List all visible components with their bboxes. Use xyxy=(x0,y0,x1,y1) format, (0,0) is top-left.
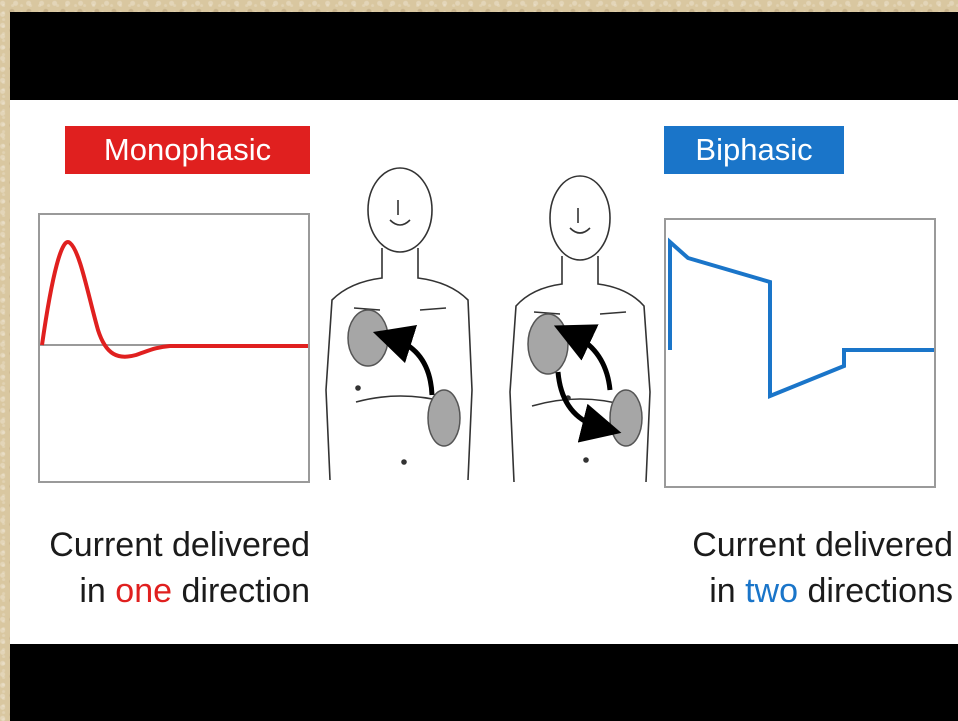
monophasic-label: Monophasic xyxy=(65,126,310,174)
video-frame: Monophasic Current delivered in one dire… xyxy=(10,12,958,721)
biphasic-caption-accent: two xyxy=(745,572,798,610)
monophasic-waveform-icon xyxy=(40,215,308,481)
monophasic-caption-line2: in one direction xyxy=(20,568,310,614)
electrode-pad-icon xyxy=(428,390,460,446)
biphasic-caption-pre: in xyxy=(709,572,745,610)
biphasic-waveform-line xyxy=(670,242,934,396)
monophasic-caption-accent: one xyxy=(115,572,172,610)
biphasic-caption-line1: Current delivered xyxy=(648,522,953,568)
electrode-pad-icon xyxy=(610,390,642,446)
monophasic-caption-line1: Current delivered xyxy=(20,522,310,568)
biphasic-label: Biphasic xyxy=(664,126,844,174)
monophasic-waveform-line xyxy=(42,242,308,357)
biphasic-caption-post: directions xyxy=(798,572,953,610)
electrode-pad-icon xyxy=(348,310,388,366)
biphasic-caption-line2: in two directions xyxy=(648,568,953,614)
monophasic-waveform-graph xyxy=(38,213,310,483)
current-arrow-icon xyxy=(572,334,610,390)
monophasic-caption: Current delivered in one direction xyxy=(20,522,310,614)
current-arrow-icon xyxy=(392,338,432,395)
monophasic-caption-post: direction xyxy=(172,572,310,610)
diagram-panel: Monophasic Current delivered in one dire… xyxy=(10,100,958,644)
biphasic-waveform-icon xyxy=(666,220,934,486)
biphasic-caption: Current delivered in two directions xyxy=(648,522,953,614)
torso-figures xyxy=(310,160,660,505)
electrode-pad-icon xyxy=(528,314,568,374)
monophasic-caption-pre: in xyxy=(79,572,115,610)
biphasic-waveform-graph xyxy=(664,218,936,488)
